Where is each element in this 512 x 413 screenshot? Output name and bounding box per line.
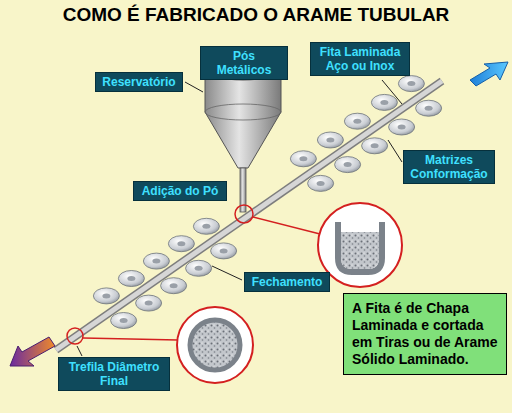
- roller-hub: [220, 248, 228, 253]
- roller-die: [168, 236, 194, 252]
- note-box: A Fita é de Chapa Laminada e cortada em …: [343, 293, 507, 375]
- roller-die: [211, 243, 237, 259]
- label-text: A Fita é de Chapa Laminada e cortada em …: [352, 300, 498, 368]
- roller-hub: [177, 241, 185, 246]
- roller-die: [143, 253, 169, 269]
- label-text: Fechamento: [250, 275, 324, 289]
- roller-hub: [407, 81, 415, 86]
- roller-hub: [102, 293, 110, 298]
- roller-hub: [202, 224, 210, 229]
- label-box: Reservatório: [95, 72, 183, 92]
- title: COMO É FABRICADO O ARAME TUBULAR: [0, 4, 512, 26]
- roller-hub: [371, 143, 379, 148]
- label-text: Adição do Pó: [139, 184, 221, 198]
- roller-hub: [120, 318, 128, 323]
- label-text: Pós Metálicos: [206, 49, 282, 77]
- label-box: Trefila Diâmetro Final: [58, 357, 170, 391]
- roller-hub: [398, 125, 406, 130]
- roller-die: [344, 113, 370, 129]
- roller-hub: [152, 259, 160, 264]
- roller-die: [186, 260, 212, 276]
- roller-hub: [353, 119, 361, 124]
- roller-die: [136, 295, 162, 311]
- roller-die: [335, 157, 361, 173]
- roller-hub: [425, 106, 433, 111]
- label-box: Adição do Pó: [133, 181, 227, 201]
- roller-hub: [299, 156, 307, 161]
- roller-hub: [344, 162, 352, 167]
- roller-die: [371, 94, 397, 110]
- roller-die: [93, 288, 119, 304]
- roller-die: [389, 119, 415, 135]
- label-text: Fita Laminada Aço ou Inox: [316, 45, 404, 73]
- label-text: Reservatório: [101, 75, 177, 89]
- roller-die: [111, 313, 137, 329]
- roller-die: [416, 100, 442, 116]
- label-box: Matrizes Conformação: [403, 150, 495, 184]
- roller-die: [398, 76, 424, 92]
- roller-hub: [326, 137, 334, 142]
- label-text: Matrizes Conformação: [409, 153, 489, 181]
- roller-die: [290, 151, 316, 167]
- roller-die: [308, 175, 334, 191]
- roller-die: [317, 132, 343, 148]
- roller-die: [362, 138, 388, 154]
- label-box: Fita Laminada Aço ou Inox: [310, 42, 410, 76]
- roller-hub: [195, 266, 203, 271]
- roller-hub: [127, 276, 135, 281]
- roller-hub: [145, 301, 153, 306]
- label-box: Fechamento: [244, 272, 330, 292]
- roller-die: [193, 218, 219, 234]
- roller-hub: [380, 100, 388, 105]
- label-box: Pós Metálicos: [200, 46, 288, 80]
- roller-hub: [170, 283, 178, 288]
- roller-die: [118, 271, 144, 287]
- roller-die: [161, 278, 187, 294]
- label-text: Trefila Diâmetro Final: [64, 360, 164, 388]
- roller-hub: [317, 181, 325, 186]
